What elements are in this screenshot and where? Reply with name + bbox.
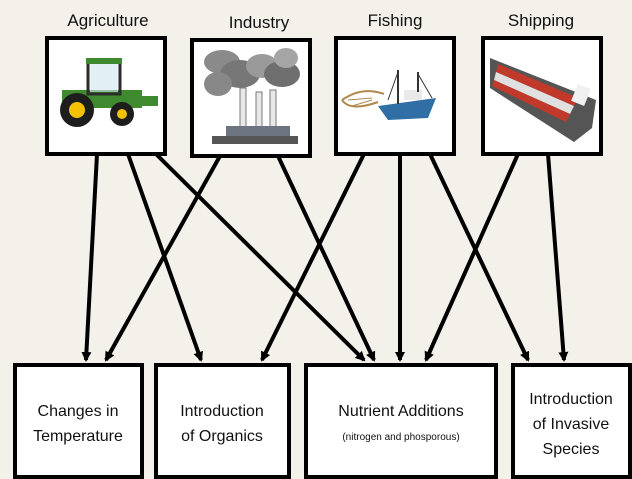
outcome-invasive-line1: Introduction [529,391,613,408]
arrow-fishing-to-organics [260,153,366,362]
source-label-industry: Industry [229,13,290,32]
arrow-agriculture-to-nutrients [154,152,366,362]
outcome-organics-line1: Introduction [180,403,264,420]
outcome-nutrients-note: (nitrogen and phosporous) [342,432,459,443]
source-label-agriculture: Agriculture [67,11,148,30]
outcome-temperature-line1: Changes in [38,403,119,420]
arrow-fishing-to-invasive [428,153,530,362]
arrow-agriculture-to-temperature [81,153,99,362]
outcome-organics-line2: of Organics [181,428,263,445]
outcome-box-invasive [511,363,632,479]
source-box-fishing [334,36,456,156]
source-label-shipping: Shipping [508,11,574,30]
arrow-shipping-to-invasive [546,153,569,362]
source-label-fishing: Fishing [368,11,423,30]
outcome-box-nutrients [304,363,498,479]
fishing-boat-icon [341,70,436,120]
outcome-invasive-line2: of Invasive [533,416,610,433]
tractor-icon [60,58,158,127]
outcome-box-organics [154,363,291,479]
outcome-temperature-line2: Temperature [33,428,123,445]
outcome-box-temperature [13,363,144,479]
arrow-shipping-to-nutrients [424,153,520,362]
arrow-industry-to-temperature [104,155,222,362]
arrow-industry-to-nutrients [276,155,376,362]
container-ship-icon [490,58,596,142]
factory-smokestacks-icon [204,48,300,144]
outcome-invasive-line3: Species [543,441,600,458]
outcome-nutrients-line1: Nutrient Additions [338,403,463,420]
